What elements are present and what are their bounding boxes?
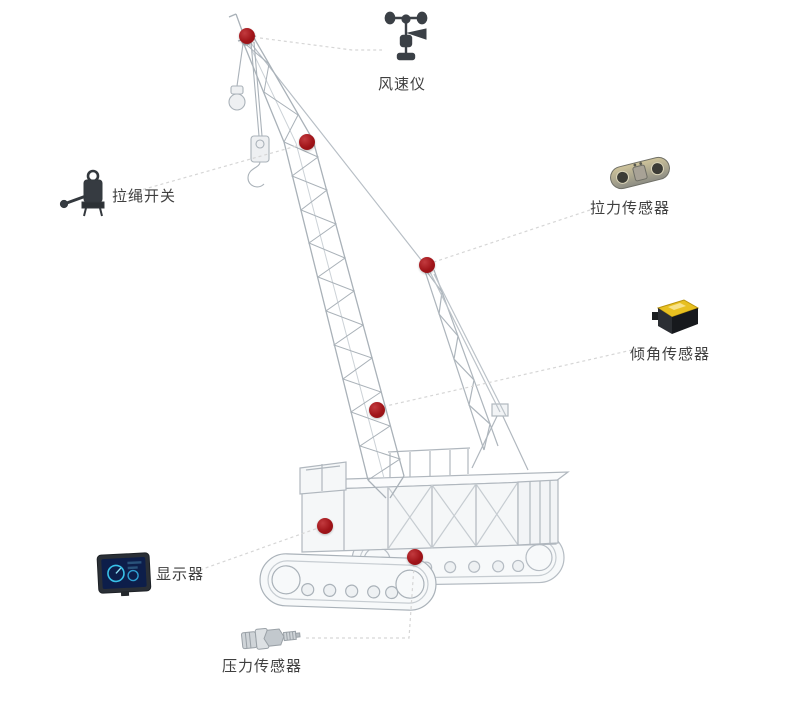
gantry: [471, 403, 529, 471]
marker-rope-pull-switch[interactable]: [299, 134, 315, 150]
tension-sensor-icon: [604, 146, 676, 200]
callout-label-anemometer: 风速仪: [378, 76, 427, 93]
anemometer-icon: [382, 6, 430, 66]
marker-pressure-sensor[interactable]: [407, 549, 423, 565]
marker-display[interactable]: [317, 518, 333, 534]
rope-pull-switch-icon: [58, 166, 114, 218]
leader-lines: [119, 37, 633, 639]
marker-tilt-sensor[interactable]: [369, 402, 385, 418]
callout-label-display: 显示器: [156, 566, 205, 583]
pendant-ropes: [249, 41, 430, 271]
superstructure: [299, 447, 570, 553]
marker-anemometer[interactable]: [239, 28, 255, 44]
hook-rigging: [228, 41, 270, 188]
marker-tension-sensor[interactable]: [419, 257, 435, 273]
callout-label-tilt-sensor: 倾角传感器: [630, 346, 711, 363]
tilt-sensor-icon: [650, 294, 702, 340]
pressure-sensor-icon: [238, 614, 302, 662]
callout-label-rope-pull-switch: 拉绳开关: [112, 188, 177, 205]
display-icon: [96, 550, 152, 598]
callout-label-tension-sensor: 拉力传感器: [590, 200, 671, 217]
callout-label-pressure-sensor: 压力传感器: [222, 658, 303, 675]
mast: [423, 267, 507, 451]
front-track: [259, 553, 437, 611]
